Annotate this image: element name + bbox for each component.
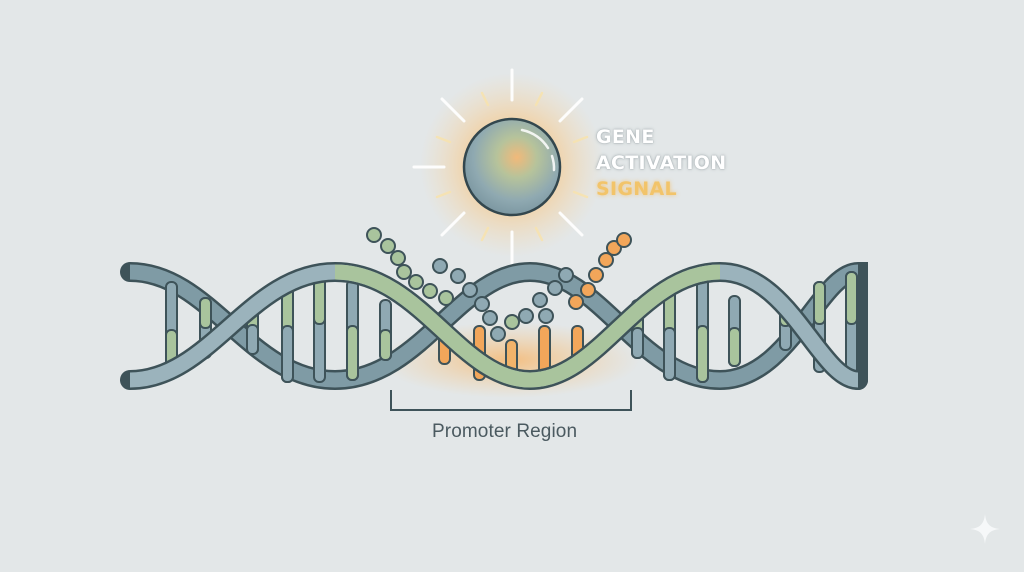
bead-chains — [366, 227, 632, 342]
promoter-region-label: Promoter Region — [432, 421, 578, 442]
dna-helix — [120, 261, 868, 391]
blue-bead-chain — [432, 258, 574, 342]
signal-title-line-2: ACTIVATION — [596, 152, 727, 174]
signal-sphere — [412, 68, 604, 267]
promoter-bracket — [390, 390, 632, 411]
orange-bead-chain — [568, 232, 632, 310]
base-pairs — [165, 271, 858, 385]
sparkle-icon — [970, 514, 1000, 544]
signal-title-line-3: SIGNAL — [596, 178, 677, 200]
green-bead-chain — [366, 227, 454, 306]
signal-title-line-1: GENE — [596, 126, 655, 148]
ray-lines — [412, 68, 584, 267]
signal-title: GENE ACTIVATION SIGNAL — [596, 124, 726, 202]
